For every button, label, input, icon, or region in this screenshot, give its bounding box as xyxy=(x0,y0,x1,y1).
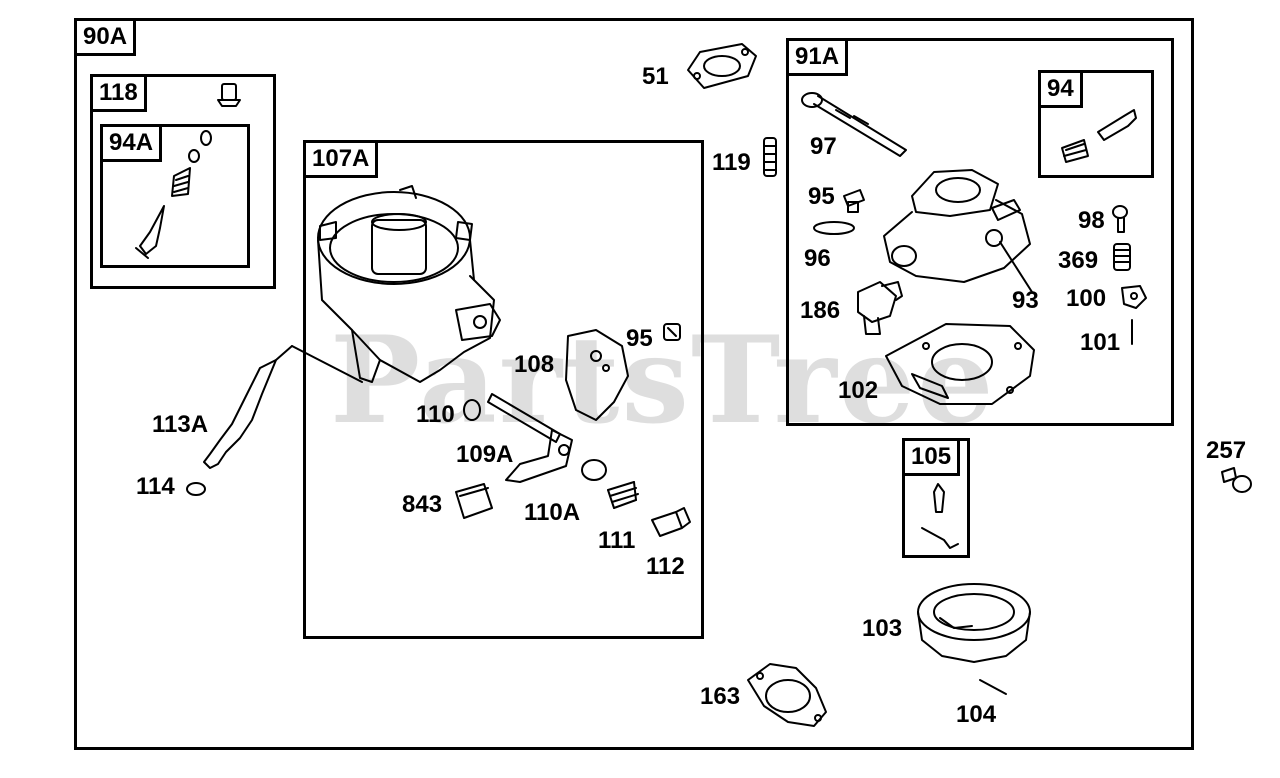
group-label-107a: 107A xyxy=(303,140,379,178)
callout-104: 104 xyxy=(956,701,997,728)
throttle-plate-108-drawing xyxy=(566,330,628,420)
disc-96-drawing xyxy=(814,222,854,234)
callout-843: 843 xyxy=(402,491,443,518)
callout-119: 119 xyxy=(712,149,751,176)
callout-369: 369 xyxy=(1058,247,1099,274)
group-box-118: 118 xyxy=(90,74,276,289)
group-label-118: 118 xyxy=(90,74,147,112)
needle-valve-105-drawing xyxy=(922,484,958,548)
callout-51: 51 xyxy=(642,63,669,90)
washer-110-drawing xyxy=(464,400,480,420)
shaft-109a-drawing xyxy=(488,394,572,482)
callout-108: 108 xyxy=(514,351,555,378)
callout-103: 103 xyxy=(862,615,903,642)
group-box-90a: 90A xyxy=(74,18,1194,750)
callout-101: 101 xyxy=(1080,329,1121,356)
screw-95-drawing-107a xyxy=(664,324,680,340)
group-label-90a: 90A xyxy=(74,18,137,56)
group-label-94a: 94A xyxy=(100,124,163,162)
callout-95-upper: 95 xyxy=(808,183,835,210)
callout-93: 93 xyxy=(1012,287,1039,314)
spring-111-drawing xyxy=(608,482,638,508)
group-box-94: 94 xyxy=(1038,70,1154,178)
oring-114-drawing xyxy=(187,483,205,495)
screw-95-drawing-91a xyxy=(844,190,864,212)
callout-111: 111 xyxy=(598,527,636,554)
float-bowl-103-drawing xyxy=(918,584,1030,662)
screw-119-drawing xyxy=(764,138,776,176)
group-label-105: 105 xyxy=(902,438,961,476)
callout-186: 186 xyxy=(800,297,841,324)
screw-113a-drawing xyxy=(204,346,362,468)
gasket-102-drawing xyxy=(886,324,1034,404)
callout-110a: 110A xyxy=(524,499,581,526)
carburetor-body-107a-drawing xyxy=(318,186,500,382)
group-box-91a: 91A xyxy=(786,38,1174,426)
callout-113a: 113A xyxy=(152,411,209,438)
screw-257-drawing xyxy=(1222,468,1251,492)
seal-843-drawing xyxy=(456,484,492,518)
screw-112-drawing xyxy=(652,508,690,536)
needle-94-drawing xyxy=(1062,110,1136,162)
callout-110: 110 xyxy=(416,401,455,428)
callout-109a: 109A xyxy=(456,441,514,468)
group-label-91a: 91A xyxy=(786,38,849,76)
callout-96: 96 xyxy=(804,245,831,272)
elbow-fitting-186-drawing xyxy=(858,282,902,334)
needle-94a-drawing xyxy=(136,131,211,258)
group-box-107a: 107A xyxy=(303,140,704,639)
callout-112: 112 xyxy=(646,553,685,580)
washer-110a-drawing xyxy=(582,460,606,480)
gasket-51-drawing xyxy=(688,44,756,88)
group-box-94a: 94A xyxy=(100,124,250,268)
gasket-163-drawing xyxy=(748,664,826,726)
callout-100: 100 xyxy=(1066,285,1107,312)
callout-102: 102 xyxy=(838,377,879,404)
spring-369-drawing xyxy=(1114,244,1130,270)
callout-163: 163 xyxy=(700,683,741,710)
callout-95-lower: 95 xyxy=(626,325,653,352)
screw-98-drawing xyxy=(1113,206,1127,232)
carburetor-upper-body-91a-drawing xyxy=(884,170,1032,292)
screw-118-drawing xyxy=(218,84,240,106)
clip-100-drawing xyxy=(1122,286,1146,308)
group-box-105: 105 xyxy=(902,438,970,558)
callout-114: 114 xyxy=(136,473,175,500)
callout-98: 98 xyxy=(1078,207,1105,234)
screw-97-drawing xyxy=(802,93,906,156)
pin-104-drawing xyxy=(980,680,1006,694)
watermark: PartsTree xyxy=(330,310,996,451)
group-label-94: 94 xyxy=(1038,70,1083,108)
callout-97: 97 xyxy=(810,133,837,160)
callout-257: 257 xyxy=(1206,437,1247,464)
